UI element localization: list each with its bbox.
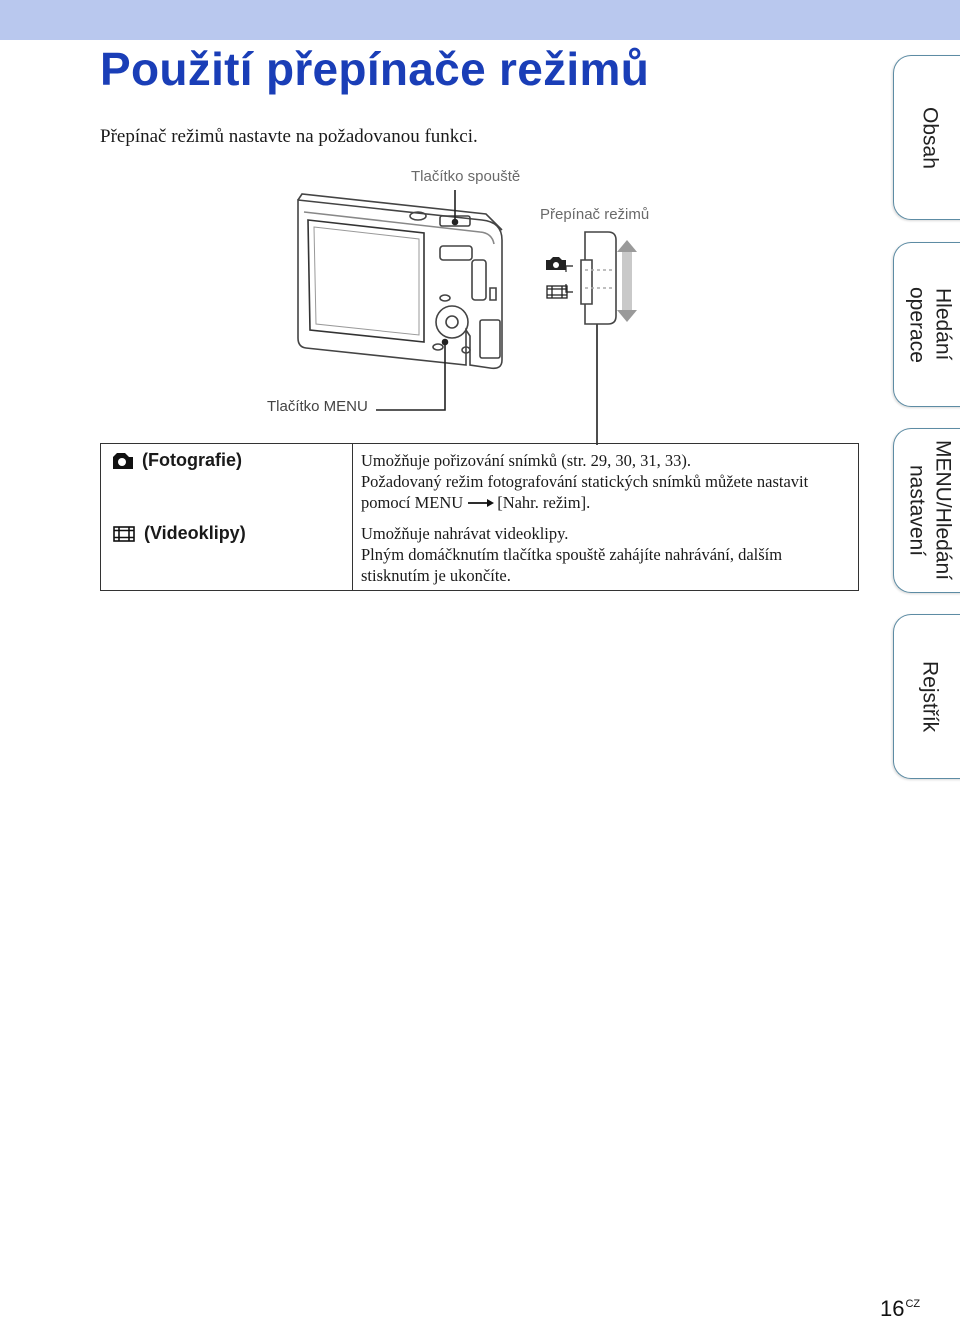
modes-table: (Fotografie) Umožňuje pořizování snímků … [100,443,859,591]
intro-text: Přepínač režimů nastavte na požadovanou … [100,126,478,147]
description-line: pomocí MENU[Nahr. režim]. [361,493,591,512]
tab-label: Rejstřík [918,660,942,733]
description-line: Požadovaný režim fotografování statickýc… [361,472,809,491]
mode-cell-photo: (Fotografie) [100,443,353,517]
movie-icon [546,285,568,299]
mode-switch-label: Přepínač režimů [540,206,650,223]
mode-description-movie: Umožňuje nahrávat videoklipy. Plným domá… [352,517,859,591]
mode-cell-movie: (Videoklipy) [100,517,353,591]
camera-illustration [297,190,637,445]
arrow-right-icon [468,498,495,507]
tab-obsah[interactable]: Obsah [893,55,960,220]
menu-button-label: Tlačítko MENU [267,398,368,415]
shutter-button-label: Tlačítko spouště [411,168,521,185]
page-title: Použití přepínače režimů [100,43,650,95]
mode-description-photo: Umožňuje pořizování snímků (str. 29, 30,… [352,443,859,517]
camera-figure: Tlačítko spouště Přepínač režimů Tlačítk… [240,160,660,445]
description-line: stisknutím je ukončíte. [361,566,511,585]
movie-icon [113,525,135,542]
camera-icon [113,452,133,469]
description-line: Umožňuje pořizování snímků (str. 29, 30,… [361,451,691,470]
table-row: (Fotografie) Umožňuje pořizování snímků … [100,443,859,517]
top-bar [0,0,960,40]
camera-icon [546,257,566,270]
page-number: 16CZ [880,1296,921,1321]
tab-label: Obsah [918,106,942,169]
description-line: Plným domáčknutím tlačítka spouště zaháj… [361,545,783,564]
mode-label-photo: (Fotografie) [142,450,242,470]
tab-rejstrik[interactable]: Rejstřík [893,614,960,779]
description-line: Umožňuje nahrávat videoklipy. [361,524,569,543]
table-row: (Videoklipy) Umožňuje nahrávat videoklip… [100,517,859,591]
mode-label-movie: (Videoklipy) [144,523,246,543]
